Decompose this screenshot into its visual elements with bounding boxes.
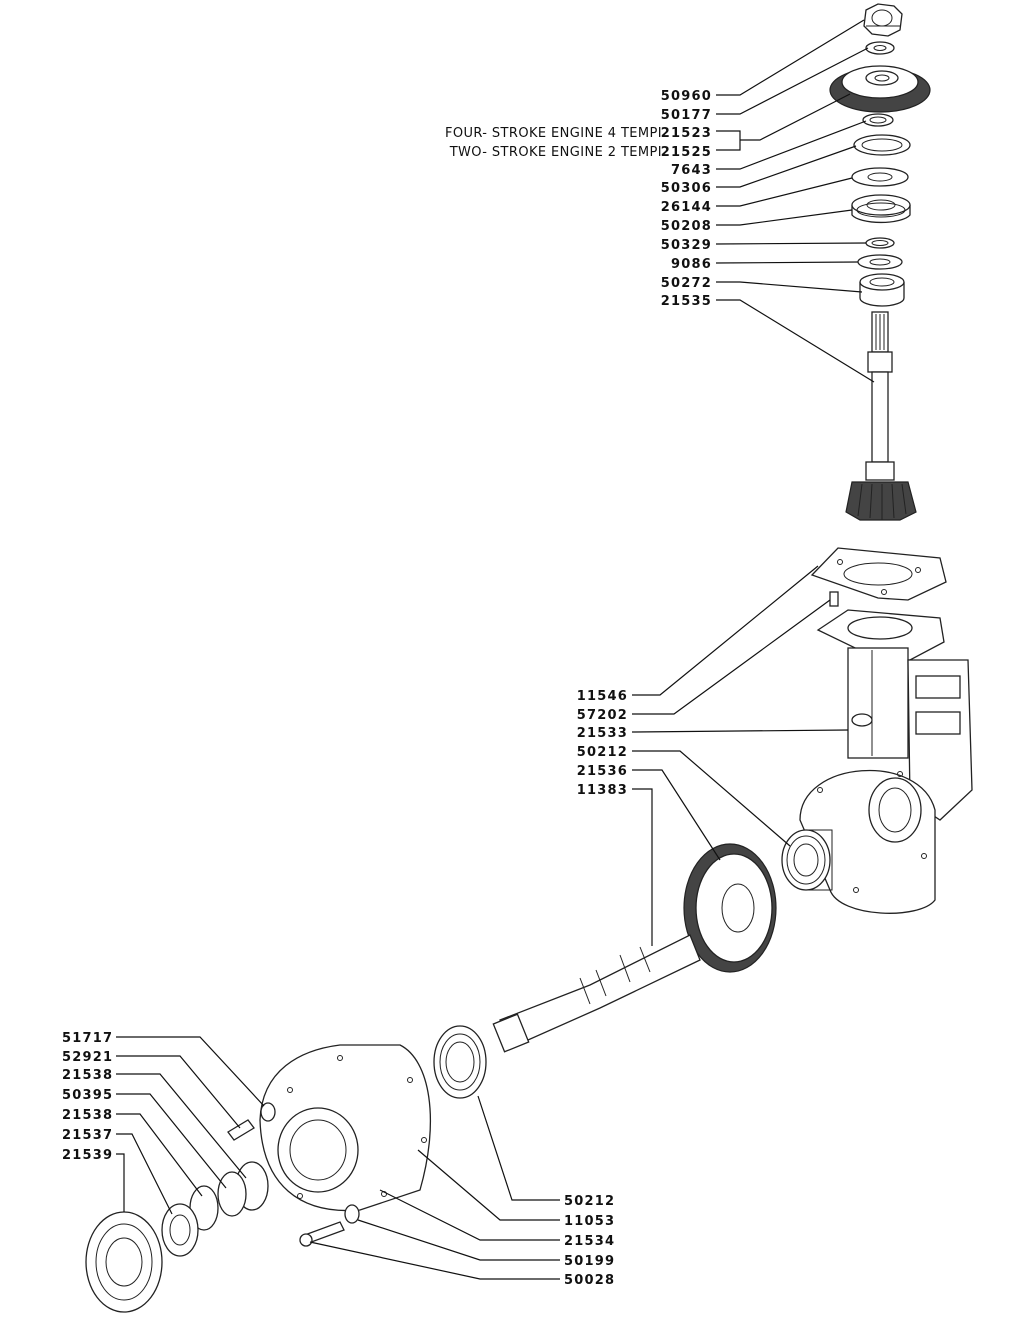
part-bevel-gear — [829, 65, 931, 113]
label-21537: 21537 — [62, 1128, 113, 1143]
part-pin — [829, 591, 839, 607]
label-26144: 26144 — [661, 200, 712, 215]
label-50960: 50960 — [661, 89, 712, 104]
part-screw-small — [227, 1102, 276, 1141]
label-9086: 9086 — [671, 257, 712, 272]
label-50028: 50028 — [564, 1273, 615, 1288]
part-circlip — [853, 134, 911, 156]
label-21535: 21535 — [661, 294, 712, 309]
part-washer-top — [865, 41, 895, 55]
label-50212-low: 50212 — [564, 1194, 615, 1209]
label-50177: 50177 — [661, 108, 712, 123]
part-spur-gear — [683, 843, 777, 973]
label-21534: 21534 — [564, 1234, 615, 1249]
part-bearing-lower — [433, 1025, 487, 1099]
label-11383: 11383 — [577, 783, 628, 798]
label-two-stroke-engine: TWO- STROKE ENGINE 2 TEMPI — [449, 145, 662, 160]
label-50395: 50395 — [62, 1088, 113, 1103]
top-labels: 50960 50177 FOUR- STROKE ENGINE 4 TEMPI … — [445, 89, 712, 309]
leader-lines — [116, 19, 875, 1280]
label-50212-mid: 50212 — [577, 745, 628, 760]
part-ring-7643 — [862, 113, 894, 127]
part-thrust-washer — [851, 167, 909, 187]
label-21538-a: 21538 — [62, 1068, 113, 1083]
middle-labels: 11546 57202 21533 50212 21536 11383 — [577, 689, 628, 798]
part-circlip-small — [865, 237, 895, 249]
part-bolt — [299, 1204, 360, 1247]
label-51717: 51717 — [62, 1031, 113, 1046]
label-11546: 11546 — [577, 689, 628, 704]
label-11053: 11053 — [564, 1214, 615, 1229]
label-21538-b: 21538 — [62, 1108, 113, 1123]
label-21533: 21533 — [577, 726, 628, 741]
part-housing — [799, 609, 973, 914]
part-pinion-shaft — [845, 311, 917, 521]
part-hex-nut — [863, 3, 903, 37]
part-flange-housing — [259, 1044, 431, 1212]
part-seal-rings — [161, 1161, 269, 1257]
left-labels: 51717 52921 21538 50395 21538 21537 2153… — [62, 1031, 113, 1163]
label-four-stroke-engine: FOUR- STROKE ENGINE 4 TEMPI — [445, 126, 662, 141]
part-gasket — [810, 547, 947, 601]
label-52921: 52921 — [62, 1050, 113, 1065]
label-21525: 21525 — [661, 145, 712, 160]
part-bearing-top — [851, 194, 911, 224]
label-7643: 7643 — [671, 163, 712, 178]
label-57202: 57202 — [577, 708, 628, 723]
bottom-right-labels: 50212 11053 21534 50199 50028 — [564, 1194, 615, 1288]
part-bearing-mid — [781, 829, 833, 891]
part-output-shaft — [492, 934, 701, 1053]
label-50208: 50208 — [661, 219, 712, 234]
label-50199: 50199 — [564, 1254, 615, 1269]
label-21539: 21539 — [62, 1148, 113, 1163]
part-bearing-end — [85, 1211, 163, 1313]
part-washer-9086 — [857, 254, 903, 270]
label-21536: 21536 — [577, 764, 628, 779]
label-50272: 50272 — [661, 276, 712, 291]
label-50306: 50306 — [661, 181, 712, 196]
label-21523: 21523 — [661, 126, 712, 141]
part-bearing-50272 — [859, 273, 905, 307]
label-50329: 50329 — [661, 238, 712, 253]
